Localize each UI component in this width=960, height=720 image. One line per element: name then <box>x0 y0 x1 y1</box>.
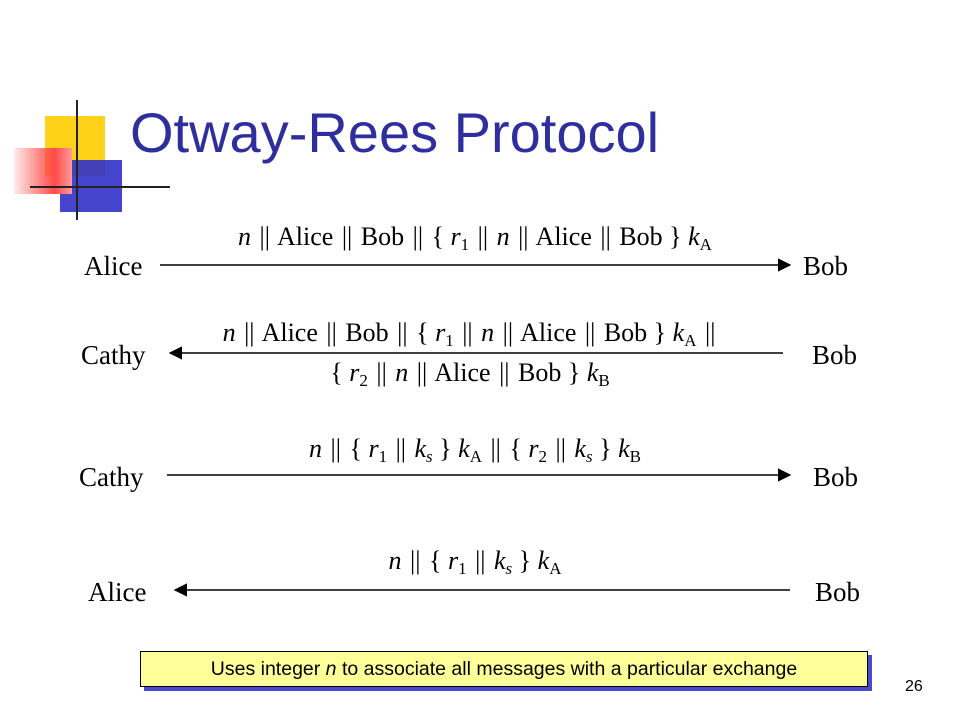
page-number: 26 <box>905 678 923 695</box>
note-text-before: Uses integer <box>210 658 326 680</box>
row-1-left-party: Alice <box>84 251 143 281</box>
row-4-right-party: Bob <box>815 577 861 607</box>
row-2-message-line1: n || Alice || Bob || { r1 || n || Alice … <box>222 318 716 350</box>
row-4-message-text: n || { r1 || ks } kA <box>388 546 562 578</box>
row-1-message: n || Alice || Bob || { r1 || n || Alice … <box>160 222 790 254</box>
logo-horizontal-line <box>30 186 170 188</box>
row-1-message-text: n || Alice || Bob || { r1 || n || Alice … <box>238 222 712 254</box>
note-text-after: to associate all messages with a particu… <box>336 658 798 680</box>
slide-title: Otway-Rees Protocol <box>130 101 660 164</box>
row-3-right-party: Bob <box>813 462 859 492</box>
row-4-message: n || { r1 || ks } kA <box>160 546 790 578</box>
row-2-message-line2: { r2 || n || Alice || Bob } kB <box>330 358 610 390</box>
note-variable: n <box>325 658 337 680</box>
row-4-left-party: Alice <box>88 577 147 607</box>
logo-vertical-line <box>76 100 78 220</box>
row-3-message-text: n || { r1 || ks } kA || { r2 || ks } kB <box>309 434 641 466</box>
row-2-right-party: Bob <box>812 340 858 370</box>
row-2-message: n || Alice || Bob || { r1 || n || Alice … <box>150 318 790 350</box>
row-2-message-continued: { r2 || n || Alice || Bob } kB <box>150 358 790 390</box>
row-3-left-party: Cathy <box>79 462 144 492</box>
row-1-right-party: Bob <box>803 251 849 281</box>
row-2-left-party: Cathy <box>81 340 146 370</box>
exchange-note: Uses integer n to associate all messages… <box>140 651 868 687</box>
row-3-message: n || { r1 || ks } kA || { r2 || ks } kB <box>160 434 790 466</box>
